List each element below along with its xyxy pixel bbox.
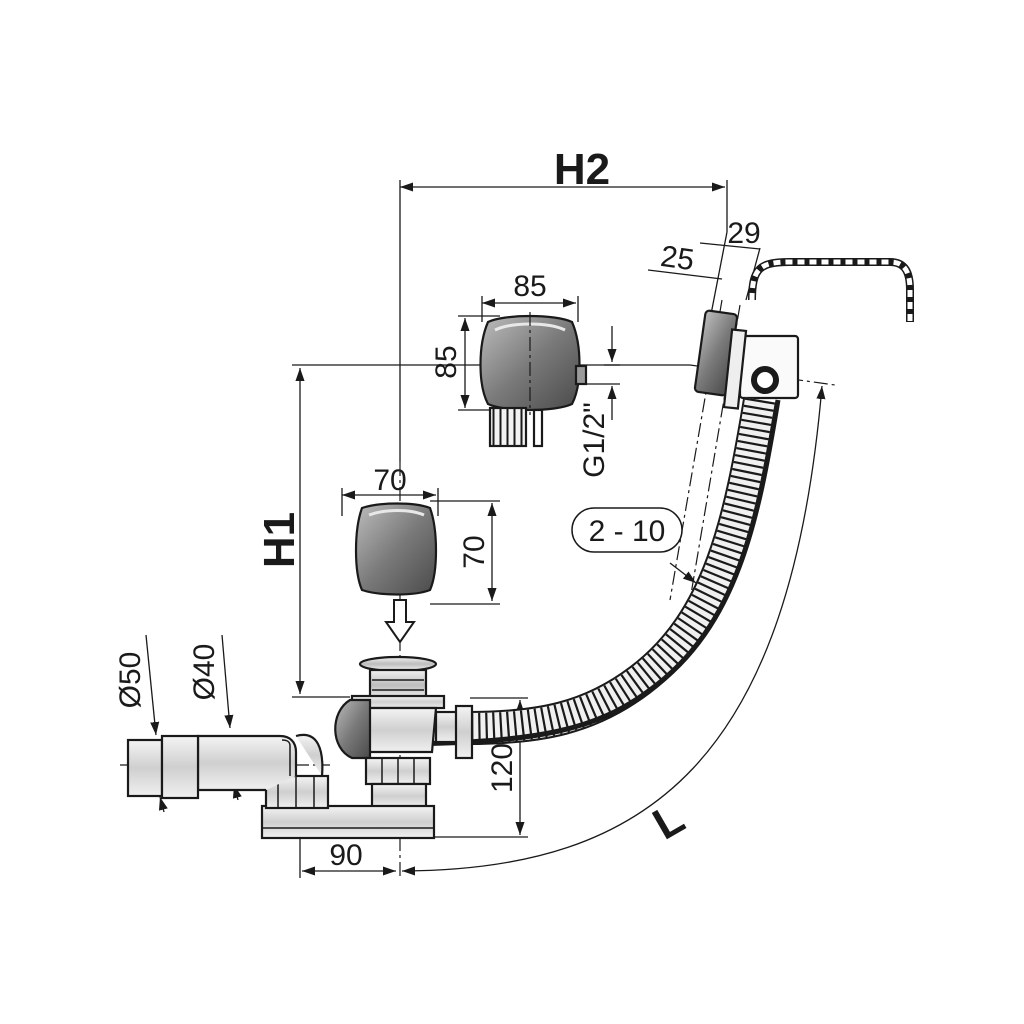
range-badge	[571, 507, 683, 553]
wall-thickness-label: 2 - 10	[589, 515, 666, 548]
outlet-d40-label: Ø40	[188, 644, 221, 701]
depth-25-label: 25	[659, 240, 697, 277]
h2-label: H2	[554, 145, 610, 194]
thread-size-label: G1/2"	[578, 402, 611, 478]
handle-height-label: 85	[430, 345, 463, 378]
plug-cap-70	[354, 502, 438, 596]
depth-29-label: 29	[727, 217, 760, 250]
offset-90-label: 90	[329, 839, 362, 872]
height-120-label: 120	[486, 743, 519, 793]
overflow-handle-85	[479, 312, 588, 448]
outlet-d50-label: Ø50	[114, 652, 147, 709]
drain-assembly	[126, 655, 474, 840]
insert-direction-icon	[384, 599, 416, 644]
overflow-assembly	[404, 258, 914, 747]
cap-width-label: 70	[373, 464, 406, 497]
l-label: L	[645, 794, 693, 850]
handle-width-label: 85	[513, 270, 546, 303]
cap-height-label: 70	[458, 535, 491, 568]
h1-label: H1	[255, 512, 304, 568]
